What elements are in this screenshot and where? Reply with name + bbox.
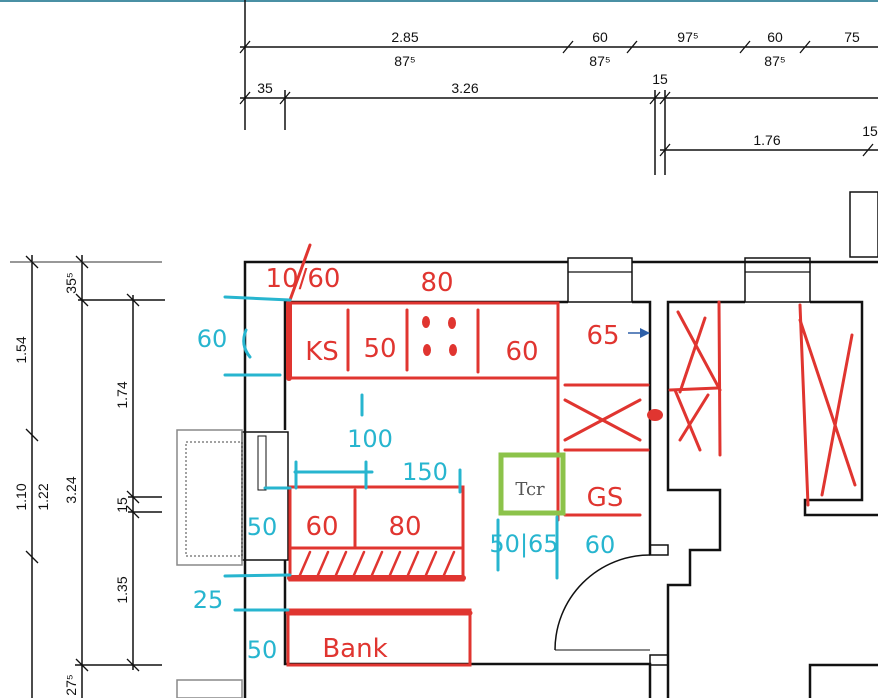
top-dimension-lines	[239, 0, 878, 175]
cooktop-icon	[422, 316, 457, 356]
window-kitchen	[567, 257, 633, 303]
label-bench: Bank	[322, 634, 387, 664]
top-border	[0, 0, 878, 2]
dim-left-27-5: 27⁵	[63, 674, 79, 695]
arrow-icon	[628, 328, 650, 338]
label-dishwasher: GS	[587, 483, 624, 513]
dim-top-97-5: 97⁵	[677, 29, 698, 45]
label-60-island: 60	[305, 512, 338, 542]
label-ks: KS	[305, 337, 339, 367]
dim-top-60: 60	[592, 29, 608, 45]
label-60-counter: 60	[505, 337, 538, 367]
label-60-depth: 60	[197, 325, 228, 353]
label-50-bench: 50	[247, 636, 278, 664]
dim-left-1-10: 1.10	[13, 483, 29, 510]
dim-top-15: 15	[652, 71, 668, 87]
dim-left-3-24: 3.24	[63, 476, 79, 503]
label-60-bottom: 60	[585, 531, 616, 559]
left-dimension-lines	[10, 255, 165, 698]
dim-left-1-22: 1.22	[35, 483, 51, 510]
label-80-island: 80	[388, 512, 421, 542]
blue-annotations	[223, 295, 559, 612]
label-50-65: 50|65	[489, 530, 558, 558]
dim-left-15: 15	[114, 497, 130, 513]
dim-top-60-b: 60	[767, 29, 783, 45]
dim-left-1-35: 1.35	[114, 576, 130, 603]
dim-top-1-76: 1.76	[753, 132, 780, 148]
dim-left-1-54: 1.54	[13, 336, 29, 363]
window-right	[744, 257, 811, 303]
label-10-60: 10/60	[266, 264, 341, 294]
label-fridge: Tcr	[515, 479, 545, 500]
label-100: 100	[347, 425, 393, 453]
label-50-island: 50	[247, 513, 278, 541]
red-dot-marker	[647, 409, 663, 421]
label-150: 150	[402, 458, 448, 486]
label-50-counter: 50	[363, 334, 396, 364]
dim-top-75: 75	[844, 29, 860, 45]
dim-top-35: 35	[257, 80, 273, 96]
red-annotations	[285, 243, 857, 667]
dim-top-15-b: 15	[862, 123, 878, 139]
bench-rect	[286, 608, 472, 667]
dim-top-3-26: 3.26	[451, 80, 478, 96]
dim-top-87-5-b: 87⁵	[589, 53, 610, 69]
label-25: 25	[193, 586, 224, 614]
balcony	[176, 429, 243, 566]
label-65-counter: 65	[586, 321, 619, 351]
dim-top-87-5-c: 87⁵	[764, 53, 785, 69]
fridge-box	[498, 452, 566, 516]
dim-top-87-5: 87⁵	[394, 53, 415, 69]
label-80-top: 80	[420, 268, 453, 298]
dim-left-35-5: 35⁵	[63, 272, 79, 293]
dim-top-2-85: 2.85	[391, 29, 418, 45]
dim-left-1-74: 1.74	[114, 381, 130, 408]
door-swing	[554, 554, 651, 651]
hatching	[298, 550, 456, 577]
